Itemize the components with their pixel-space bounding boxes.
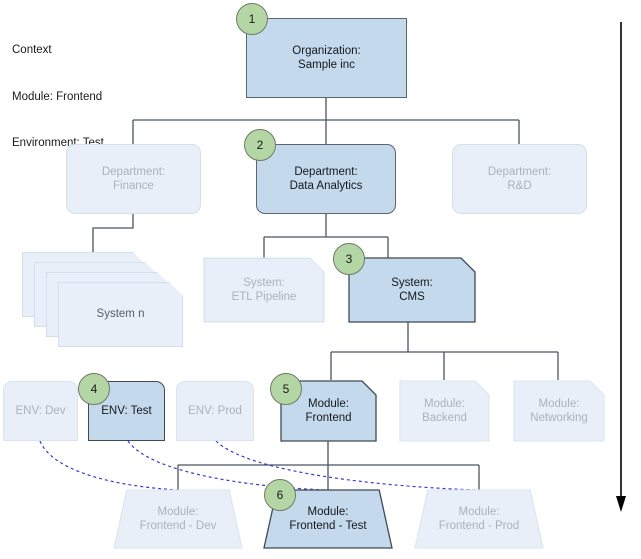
step-badge-5: 5 (270, 373, 302, 405)
node-label: Module: Frontend - Test (289, 506, 367, 532)
node-label: Organization: Sample inc (292, 45, 361, 71)
badge-number: 1 (248, 12, 256, 26)
node-system-etl-pipeline[interactable]: System: ETL Pipeline (204, 258, 324, 322)
node-module-frontend-dev[interactable]: Module: Frontend - Dev (114, 490, 242, 548)
node-label: Department: Data Analytics (289, 166, 363, 192)
node-module-backend[interactable]: Module: Backend (400, 381, 489, 441)
node-label: Module: Frontend (305, 398, 352, 424)
node-env-prod[interactable]: ENV: Prod (176, 381, 254, 441)
node-label: Module: Frontend - Dev (139, 506, 217, 532)
node-label: System: ETL Pipeline (231, 277, 297, 303)
step-badge-1: 1 (236, 3, 268, 35)
node-label: Module: Frontend - Prod (438, 506, 520, 532)
context-line-1: Module: Frontend (12, 90, 103, 103)
node-label: ENV: Test (101, 405, 152, 417)
node-label: Module: Networking (530, 398, 588, 424)
env-deployment-links (39, 440, 477, 491)
node-dept-finance[interactable]: Department: Finance (66, 144, 201, 214)
node-system-cms[interactable]: System: CMS (349, 258, 475, 322)
node-system-stack[interactable]: System A System A System A System n (22, 252, 182, 347)
badge-number: 6 (276, 488, 284, 502)
step-badge-6: 6 (264, 479, 296, 511)
node-label: Department: R&D (487, 166, 552, 192)
node-module-networking[interactable]: Module: Networking (514, 381, 604, 441)
node-label: Department: Finance (101, 166, 166, 192)
context-line-0: Context (12, 44, 52, 56)
step-badge-2: 2 (244, 129, 276, 161)
badge-number: 5 (282, 382, 290, 396)
node-label: System n (96, 308, 145, 320)
step-badge-3: 3 (333, 243, 365, 275)
context-caption: Context Module: Frontend Environment: Te… (12, 12, 104, 183)
node-env-dev[interactable]: ENV: Dev (3, 381, 78, 441)
node-dept-rd[interactable]: Department: R&D (452, 144, 587, 214)
node-label: ENV: Dev (15, 405, 66, 417)
node-label: ENV: Prod (188, 405, 242, 417)
node-label: System: CMS (391, 277, 433, 303)
node-label: Module: Backend (422, 398, 467, 424)
node-module-frontend-prod[interactable]: Module: Frontend - Prod (415, 490, 543, 548)
system-stack-card-3: System n (58, 282, 183, 347)
badge-number: 4 (90, 382, 98, 396)
badge-number: 2 (256, 138, 264, 152)
node-dept-data-analytics[interactable]: Department: Data Analytics (256, 144, 396, 214)
step-badge-4: 4 (78, 373, 110, 405)
node-organization-sample-inc[interactable]: Organization: Sample inc (246, 18, 407, 98)
badge-number: 3 (345, 252, 353, 266)
